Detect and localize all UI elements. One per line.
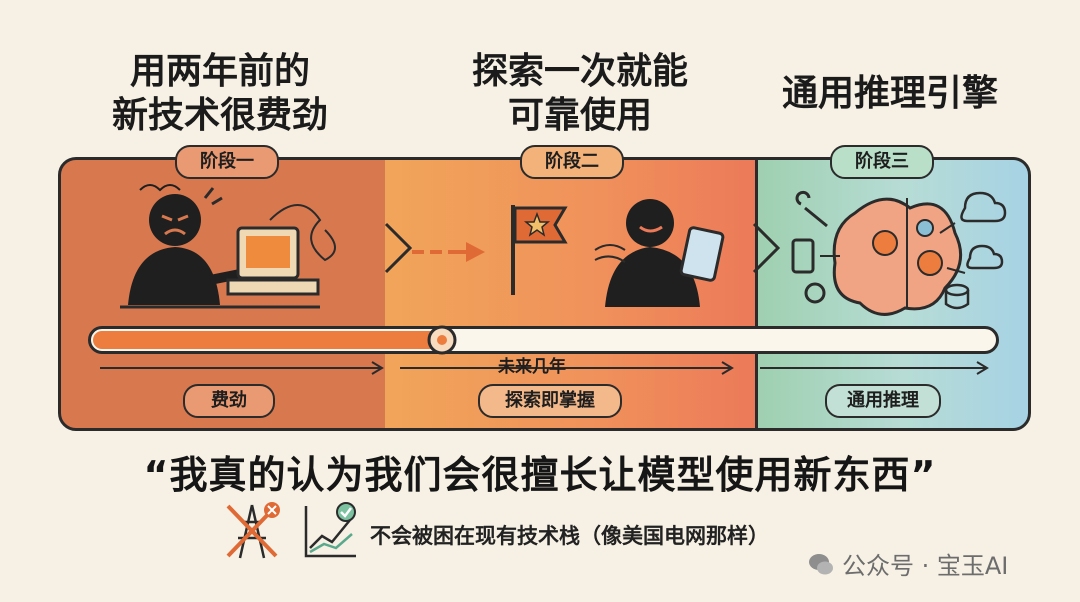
stage2-title-line2: 可靠使用 xyxy=(507,95,652,136)
cloud-icon xyxy=(966,244,1004,270)
quote-text: “我真的认为我们会很擅长让模型使用新东西” xyxy=(143,453,937,497)
reasoning-engine-illustration xyxy=(791,190,1007,316)
wechat-icon xyxy=(809,553,833,574)
person-with-tablet-illustration xyxy=(594,199,725,307)
stage1-title-line1: 用两年前的 xyxy=(129,51,310,92)
stage2-title: 探索一次就能 可靠使用 xyxy=(430,50,730,138)
watermark: 公众号 · 宝玉AI xyxy=(808,546,1008,581)
stage1-title: 用两年前的 新技术很费劲 xyxy=(70,50,370,138)
progress-marker-icon xyxy=(427,325,457,355)
timeline-arrows xyxy=(100,361,989,375)
old-computer-icon xyxy=(226,204,336,296)
stage2-summary-badge: 探索即掌握 xyxy=(478,384,622,418)
timeline-progress-fill xyxy=(93,331,444,349)
phone-icon xyxy=(791,238,815,274)
power-tower-crossed-icon xyxy=(226,502,280,559)
database-icon xyxy=(944,283,970,310)
chevron-right-icon xyxy=(752,222,781,274)
tablet-icon xyxy=(679,226,725,282)
flag-icon xyxy=(511,205,568,295)
chevron-right-icon xyxy=(384,222,413,274)
stage2-title-line1: 探索一次就能 xyxy=(471,51,688,92)
frustrated-person-icon xyxy=(128,184,251,305)
stage3-badge: 阶段三 xyxy=(830,145,934,179)
stage1-badge: 阶段一 xyxy=(175,145,279,179)
stage1-title-line2: 新技术很费劲 xyxy=(111,95,328,136)
wrench-icon xyxy=(795,190,828,228)
stage1-summary-badge: 费劲 xyxy=(183,384,275,418)
growth-chart-check-icon xyxy=(304,502,356,558)
stage3-summary-badge: 通用推理 xyxy=(825,384,941,418)
gear-icon xyxy=(804,282,826,304)
footer-text: 不会被困在现有技术栈（像美国电网那样） xyxy=(370,524,769,548)
stage3-title: 通用推理引擎 xyxy=(781,73,998,114)
timeline-progress-bar xyxy=(88,326,999,354)
watermark-text: 公众号 · 宝玉AI xyxy=(842,552,1009,580)
timeline-label: 未来几年 xyxy=(498,357,566,377)
frustrated-person-computer-illustration xyxy=(120,184,336,309)
cloud-icon xyxy=(960,191,1007,223)
dashed-arrow-icon xyxy=(412,242,485,262)
brain-icon xyxy=(832,197,963,316)
stage2-badge: 阶段二 xyxy=(520,145,624,179)
